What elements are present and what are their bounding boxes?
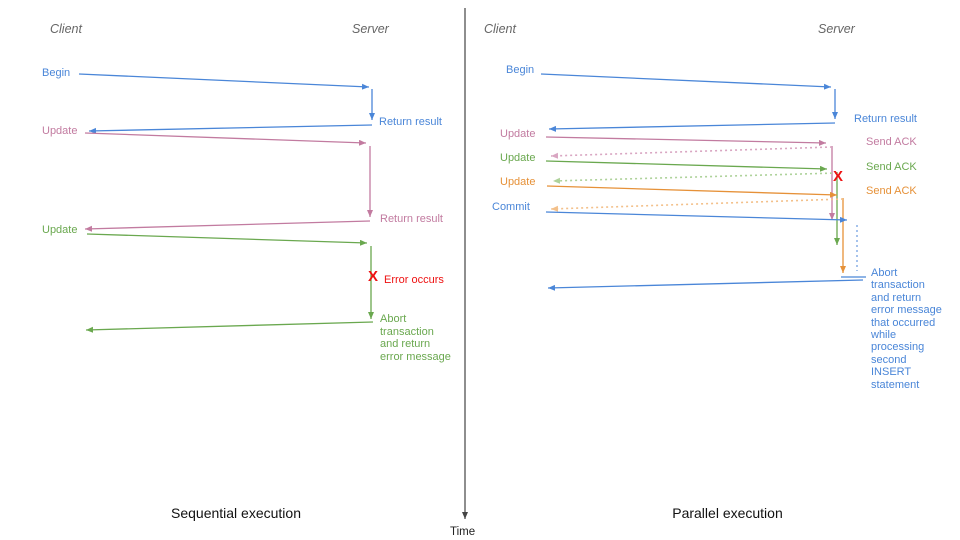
par-update-2-label: Update: [500, 152, 536, 164]
seq-server-header: Server: [352, 22, 389, 36]
seq-return-result-1-label: Return result: [379, 116, 442, 128]
par-send-ack-3-arrow: [550, 198, 844, 212]
seq-abort-note: Abort transaction and return error messa…: [380, 313, 451, 364]
seq-return-result-1-arrow: [88, 124, 373, 134]
par-abort-return-arrow: [547, 279, 864, 291]
par-commit-label: Commit: [492, 201, 530, 213]
seq-caption: Sequential execution: [171, 505, 301, 521]
par-send-ack-1-arrow: [550, 146, 833, 159]
par-begin-request-arrow: [540, 73, 832, 90]
seq-client-header: Client: [50, 22, 82, 36]
par-send-ack-2-arrow: [552, 172, 838, 184]
seq-update-2-request-arrow: [86, 233, 368, 246]
par-server-header: Server: [818, 22, 855, 36]
seq-abort-return-arrow: [85, 321, 374, 333]
seq-update-1-request-arrow: [84, 132, 367, 146]
par-update-3-label: Update: [500, 176, 536, 188]
par-caption: Parallel execution: [672, 505, 783, 521]
par-begin-label: Begin: [506, 64, 535, 76]
time-axis-label: Time: [450, 526, 476, 538]
par-commit-request-arrow: [545, 211, 848, 223]
sequential-diagram-arrows: [78, 73, 375, 333]
seq-error-x-icon: X: [368, 268, 379, 285]
par-return-result-arrow: [548, 122, 836, 132]
par-abort-note: Abort transaction and return error messa…: [871, 267, 942, 391]
par-update-1-label: Update: [500, 128, 536, 140]
par-send-ack-2-label: Send ACK: [866, 161, 917, 173]
par-error-x-icon: X: [833, 168, 844, 185]
par-update-2-request-arrow: [545, 160, 828, 172]
par-send-ack-1-label: Send ACK: [866, 136, 917, 148]
par-client-header: Client: [484, 22, 516, 36]
seq-error-occurs-label: Error occurs: [384, 274, 444, 286]
par-update-1-request-arrow: [545, 136, 827, 146]
par-return-result-label: Return result: [854, 113, 917, 125]
parallel-diagram-arrows: [540, 73, 866, 291]
seq-return-result-2-label: Return result: [380, 213, 443, 225]
seq-begin-label: Begin: [42, 67, 71, 79]
seq-return-result-2-arrow: [84, 220, 371, 232]
seq-update-2-label: Update: [42, 224, 78, 236]
par-send-ack-3-label: Send ACK: [866, 185, 917, 197]
seq-begin-request-arrow: [78, 73, 370, 90]
seq-update-1-label: Update: [42, 125, 78, 137]
par-update-3-request-arrow: [546, 185, 838, 198]
